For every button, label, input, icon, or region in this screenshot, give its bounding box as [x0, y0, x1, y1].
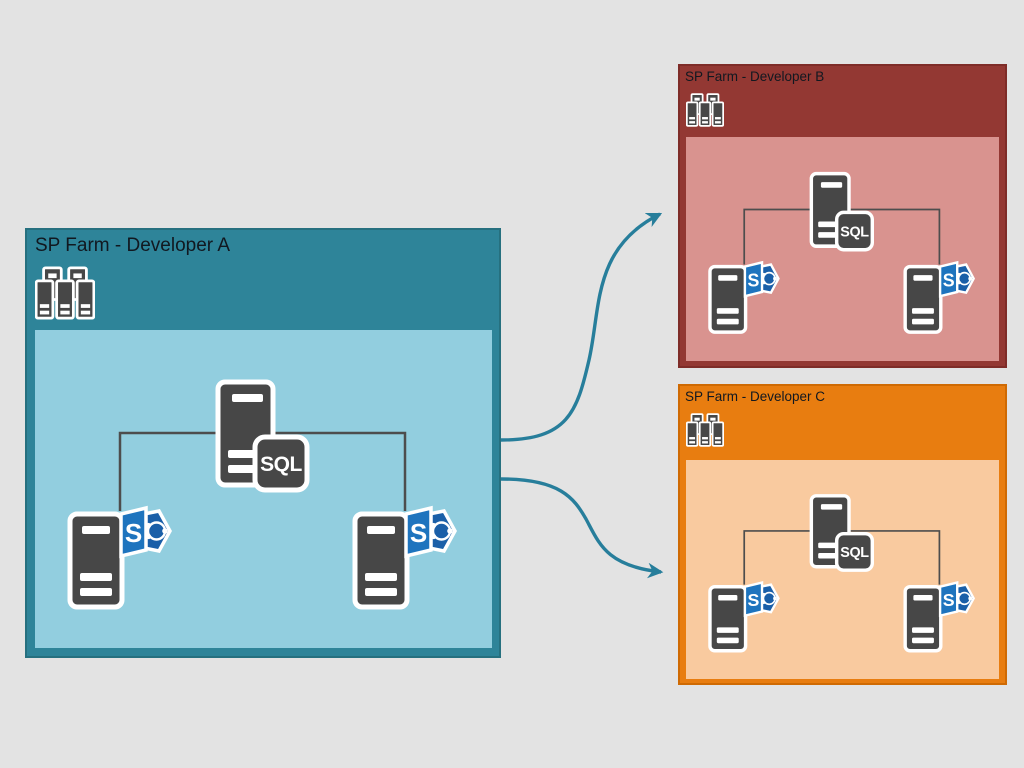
- connector-lines: [118, 431, 407, 511]
- sharepoint-letter: S: [748, 590, 760, 610]
- arrow-a-to-c: [500, 477, 664, 579]
- farm-topology: SQL S: [708, 171, 976, 334]
- sharepoint-logo-icon: S: [938, 581, 976, 618]
- sql-badge-icon: SQL: [252, 434, 310, 493]
- sql-server-icon: SQL: [809, 171, 875, 252]
- sharepoint-server-right-icon: S: [352, 505, 457, 610]
- farm-panel: SQL S: [686, 137, 999, 361]
- sharepoint-logo-icon: S: [938, 260, 976, 298]
- server-rack-icon: [686, 413, 724, 447]
- farm-title-developer-c: SP Farm - Developer C: [685, 389, 826, 404]
- farm-panel: SQL S: [686, 460, 999, 679]
- sharepoint-letter: S: [943, 590, 955, 610]
- farm-box-developer-a: SP Farm - Developer A: [25, 228, 501, 658]
- sharepoint-letter: S: [943, 270, 955, 290]
- server-rack-icon: [686, 93, 724, 127]
- farm-topology: SQL S: [67, 379, 457, 610]
- arrow-a-to-b: [500, 212, 663, 442]
- connector-lines: [743, 208, 941, 265]
- sharepoint-server-left-icon: S: [67, 505, 172, 610]
- sharepoint-server-right-icon: S: [903, 581, 976, 653]
- sql-server-icon: SQL: [215, 379, 310, 493]
- farm-box-developer-c: SP Farm - Developer C: [678, 384, 1007, 685]
- sharepoint-logo-icon: S: [743, 260, 780, 298]
- server-rack-icon: [35, 266, 95, 320]
- farm-title-developer-b: SP Farm - Developer B: [685, 69, 825, 84]
- sql-badge-icon: SQL: [834, 210, 875, 252]
- sharepoint-server-right-icon: S: [903, 260, 976, 334]
- sharepoint-server-left-icon: S: [708, 260, 780, 334]
- sharepoint-logo-icon: S: [404, 505, 457, 559]
- farm-panel: SQL S: [35, 330, 492, 648]
- sharepoint-letter: S: [748, 270, 760, 290]
- sql-badge-icon: SQL: [834, 531, 875, 572]
- sharepoint-letter: S: [410, 518, 427, 548]
- sharepoint-letter: S: [125, 518, 142, 548]
- farm-box-developer-b: SP Farm - Developer B: [678, 64, 1007, 368]
- sql-badge-label: SQL: [260, 453, 302, 476]
- sql-badge-label: SQL: [840, 224, 869, 240]
- farm-title-developer-a: SP Farm - Developer A: [35, 235, 231, 256]
- sharepoint-server-left-icon: S: [708, 581, 780, 653]
- sharepoint-logo-icon: S: [119, 505, 172, 559]
- sharepoint-logo-icon: S: [743, 581, 780, 618]
- sql-badge-label: SQL: [840, 545, 869, 561]
- sql-server-icon: SQL: [809, 494, 875, 572]
- connector-lines: [743, 530, 941, 585]
- farm-topology: SQL S: [708, 494, 976, 653]
